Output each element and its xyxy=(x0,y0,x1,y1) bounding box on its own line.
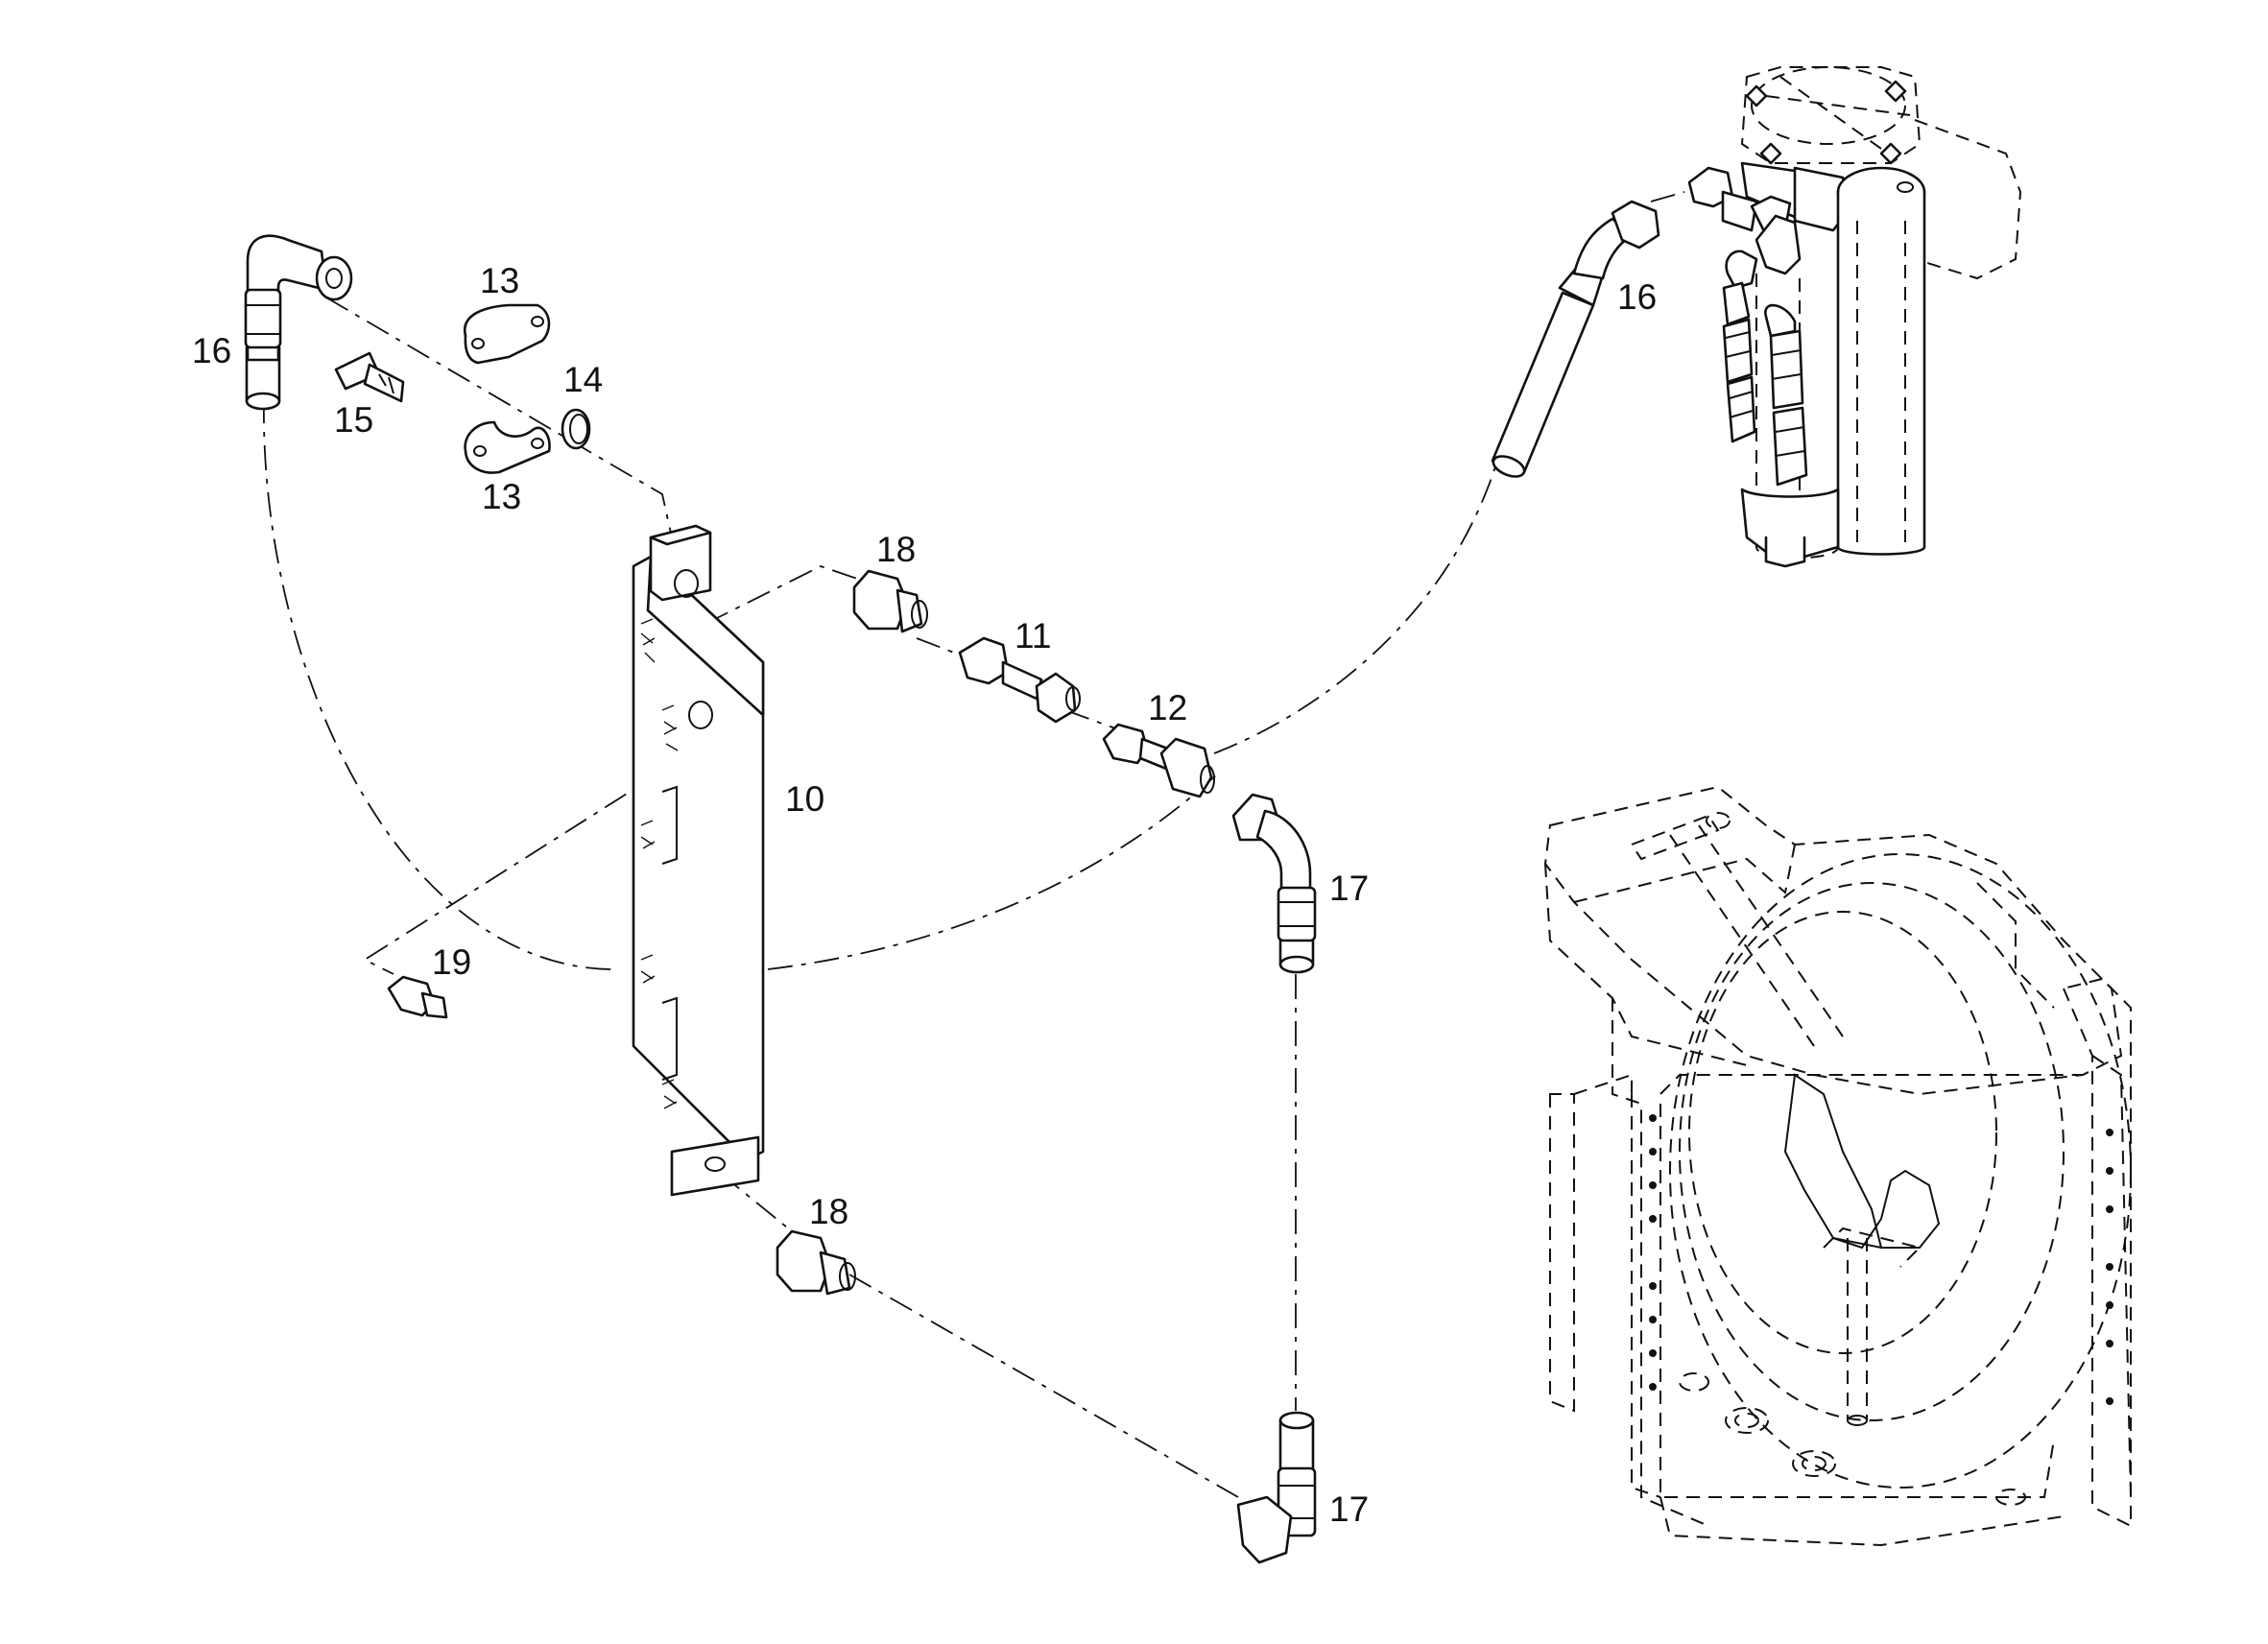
oil-cooler-10 xyxy=(632,524,765,1197)
frame-rivets xyxy=(1649,1114,2113,1405)
hydraulic-filter-assembly xyxy=(1687,66,2022,568)
bolt-15 xyxy=(334,351,405,403)
flange-half-13-upper xyxy=(463,303,551,365)
adapter-18-lower xyxy=(776,1229,856,1296)
callout-16-right: 16 xyxy=(1617,277,1657,317)
hose-16-left xyxy=(244,234,353,411)
plug-19 xyxy=(387,975,448,1019)
hose-17-lower xyxy=(1236,1411,1317,1564)
hose-16-right xyxy=(1491,200,1660,478)
callout-12: 12 xyxy=(1148,688,1187,727)
adapter-18-upper xyxy=(852,569,928,633)
callout-14: 14 xyxy=(563,360,603,399)
callout-11: 11 xyxy=(1015,616,1051,655)
callout-17-lower: 17 xyxy=(1329,1489,1369,1529)
flange-half-13-lower xyxy=(464,420,551,474)
callout-10: 10 xyxy=(785,779,824,819)
callout-13-upper: 13 xyxy=(480,261,519,300)
chassis-frame-background xyxy=(1543,785,2132,1547)
o-ring-14 xyxy=(561,408,591,450)
callout-18-upper: 18 xyxy=(876,530,916,569)
leader-lines xyxy=(263,191,1685,1498)
callout-15: 15 xyxy=(334,400,373,440)
callout-17-upper: 17 xyxy=(1329,869,1369,908)
callout-19: 19 xyxy=(432,942,471,982)
callout-16-left: 16 xyxy=(192,331,231,370)
hose-17-upper xyxy=(1231,793,1317,974)
callout-18-lower: 18 xyxy=(809,1192,848,1231)
adapter-12 xyxy=(1102,723,1215,798)
callout-labels: 10 11 12 13 13 14 15 16 16 17 17 18 18 1… xyxy=(192,261,1657,1529)
nipple-11 xyxy=(958,636,1081,724)
callout-13-lower: 13 xyxy=(482,477,521,516)
